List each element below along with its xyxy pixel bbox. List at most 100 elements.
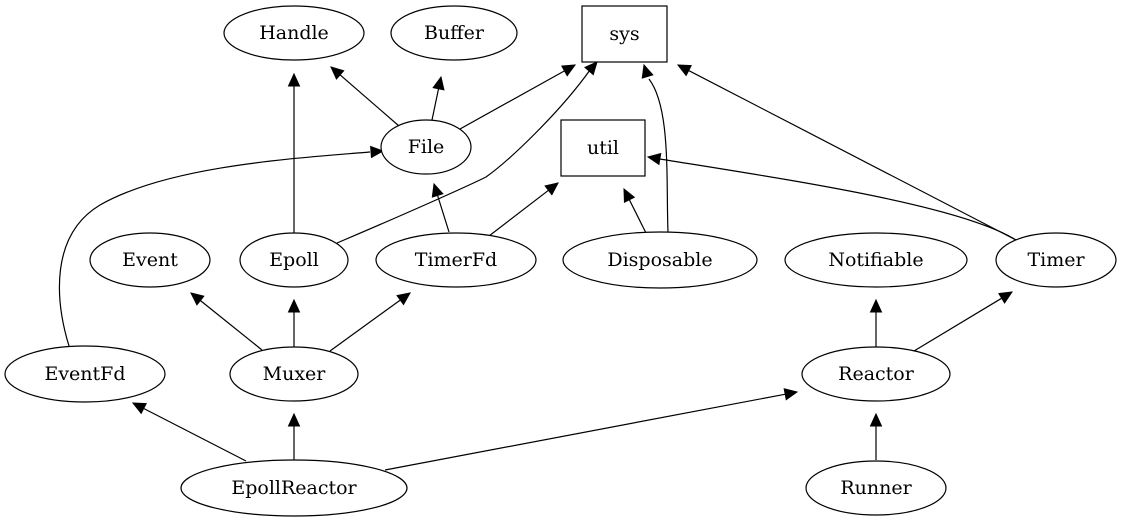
edge-line [459, 69, 566, 130]
node-ellipse [390, 5, 518, 61]
arrowhead [869, 412, 883, 427]
node-ellipse [180, 459, 408, 517]
arrowhead [431, 182, 444, 198]
node-buffer[interactable]: Buffer [390, 5, 518, 61]
edge-file-to-sys [459, 64, 577, 130]
node-label: Muxer [263, 363, 327, 385]
node-box [581, 5, 668, 63]
node-ellipse [4, 345, 166, 403]
edge-line [488, 189, 550, 237]
arrowhead [370, 145, 385, 159]
node-label: Timer [1027, 249, 1085, 271]
node-label: EpollReactor [231, 477, 357, 499]
node-ellipse [784, 232, 968, 288]
node-notifiable[interactable]: Notifiable [784, 232, 968, 288]
node-eventfd[interactable]: EventFd [4, 345, 166, 403]
node-ellipse [995, 232, 1117, 288]
node-muxer[interactable]: Muxer [229, 346, 359, 402]
edge-line [199, 299, 263, 351]
node-runner[interactable]: Runner [805, 460, 947, 516]
edge-disposable-to-util [623, 187, 647, 234]
node-timerfd[interactable]: TimerFd [375, 232, 537, 288]
node-label: Reactor [838, 363, 915, 385]
edge-line [913, 297, 1003, 352]
arrowhead [676, 64, 692, 77]
edge-reactor-to-notifiable [869, 298, 883, 347]
node-reactor[interactable]: Reactor [801, 346, 951, 402]
edge-eventfd-to-file [58, 145, 385, 347]
node-label: Disposable [607, 249, 712, 271]
arrowhead [287, 298, 301, 313]
arrowhead [623, 187, 636, 203]
edge-line [336, 69, 591, 244]
node-sys[interactable]: sys [581, 5, 668, 63]
edge-timer-to-util [646, 152, 1017, 241]
node-ellipse [375, 232, 537, 288]
edges-layer [58, 61, 1017, 471]
node-ellipse [562, 231, 758, 289]
node-label: Notifiable [828, 249, 923, 271]
edge-muxer-to-event [190, 292, 263, 351]
node-label: File [408, 136, 445, 158]
arrowhead [131, 402, 147, 415]
edge-line [431, 87, 440, 121]
node-file[interactable]: File [380, 119, 472, 175]
edge-line [384, 393, 787, 471]
arrowhead [432, 75, 445, 91]
node-handle[interactable]: Handle [223, 5, 365, 61]
edge-line [648, 78, 669, 233]
node-timer[interactable]: Timer [995, 232, 1117, 288]
node-ellipse [239, 232, 349, 288]
arrowhead [584, 61, 598, 76]
node-epollreactor[interactable]: EpollReactor [180, 459, 408, 517]
node-label: sys [609, 23, 639, 45]
edge-timer-to-sys [676, 64, 1017, 241]
edge-muxer-to-timerfd [329, 292, 411, 352]
edge-file-to-buffer [431, 75, 445, 121]
arrowhead [287, 72, 301, 87]
edge-line [338, 73, 400, 127]
arrowhead [190, 292, 205, 306]
edge-timerfd-to-util [488, 182, 559, 237]
edge-line [329, 298, 402, 352]
node-util[interactable]: util [560, 119, 646, 177]
edge-line [687, 69, 1017, 241]
node-ellipse [89, 232, 211, 288]
arrowhead [641, 63, 654, 79]
node-label: Event [122, 249, 178, 271]
arrowhead [330, 66, 345, 80]
edge-epollreactor-to-muxer [287, 412, 301, 460]
arrowhead [396, 292, 411, 306]
node-label: Buffer [424, 22, 485, 44]
edge-file-to-handle [330, 66, 400, 127]
arrowhead [998, 291, 1014, 304]
node-label: TimerFd [415, 249, 497, 271]
node-ellipse [380, 119, 472, 175]
node-ellipse [805, 460, 947, 516]
edge-epoll-to-sys [336, 61, 598, 244]
node-box [560, 119, 646, 177]
node-event[interactable]: Event [89, 232, 211, 288]
node-label: EventFd [44, 363, 125, 385]
edge-line [628, 198, 647, 234]
edge-reactor-to-timer [913, 291, 1014, 352]
edge-timerfd-to-file [431, 182, 450, 233]
node-disposable[interactable]: Disposable [562, 231, 758, 289]
edge-disposable-to-sys [641, 63, 669, 233]
arrowhead [869, 298, 883, 313]
edge-epollreactor-to-reactor [384, 388, 799, 471]
node-label: Epoll [269, 249, 319, 271]
node-label: Handle [259, 22, 329, 44]
edge-epoll-to-handle [287, 72, 301, 233]
edge-line [436, 194, 450, 233]
edge-epollreactor-to-eventfd [131, 402, 247, 462]
node-label: util [587, 137, 619, 159]
edge-runner-to-reactor [869, 412, 883, 460]
arrowhead [783, 388, 799, 401]
node-ellipse [229, 346, 359, 402]
edge-line [58, 151, 371, 347]
node-epoll[interactable]: Epoll [239, 232, 349, 288]
node-ellipse [223, 5, 365, 61]
